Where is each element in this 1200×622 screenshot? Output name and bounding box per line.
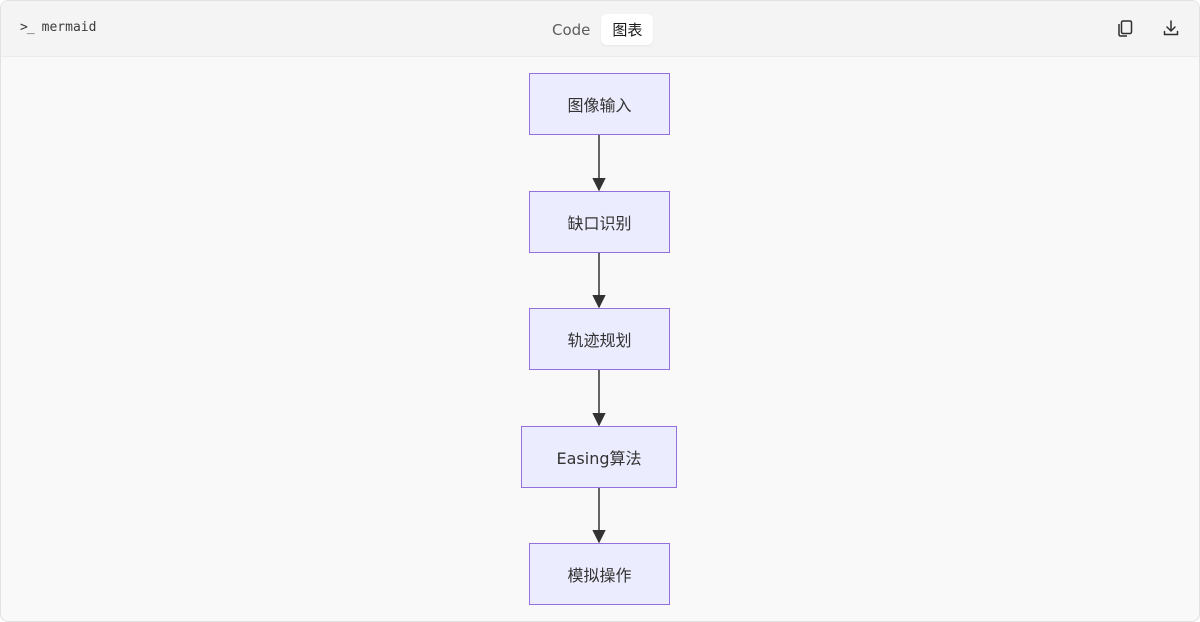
download-icon — [1163, 20, 1179, 36]
download-button[interactable] — [1161, 18, 1181, 38]
flow-node: 缺口识别 — [529, 191, 670, 253]
tab-code[interactable]: Code — [552, 20, 591, 39]
tab-diagram[interactable]: 图表 — [601, 14, 654, 45]
copy-button[interactable] — [1115, 18, 1135, 38]
flow-node: 图像输入 — [529, 73, 670, 135]
diagram-canvas: 图像输入缺口识别轨迹规划 Easing算法模拟操作 — [1, 58, 1199, 621]
flow-node: 轨迹规划 — [529, 308, 670, 370]
copy-icon — [1118, 20, 1133, 37]
language-label-group: >_ mermaid — [20, 20, 96, 35]
view-tabs: Code 图表 — [541, 14, 654, 45]
header-actions — [1115, 18, 1181, 38]
diagram-edges — [592, 135, 606, 544]
code-block-header: >_ mermaid Code 图表 — [1, 1, 1199, 57]
flow-node: Easing算法 — [521, 426, 677, 488]
terminal-icon: >_ — [20, 20, 35, 35]
language-label: mermaid — [41, 20, 97, 35]
flow-node: 模拟操作 — [529, 543, 670, 605]
